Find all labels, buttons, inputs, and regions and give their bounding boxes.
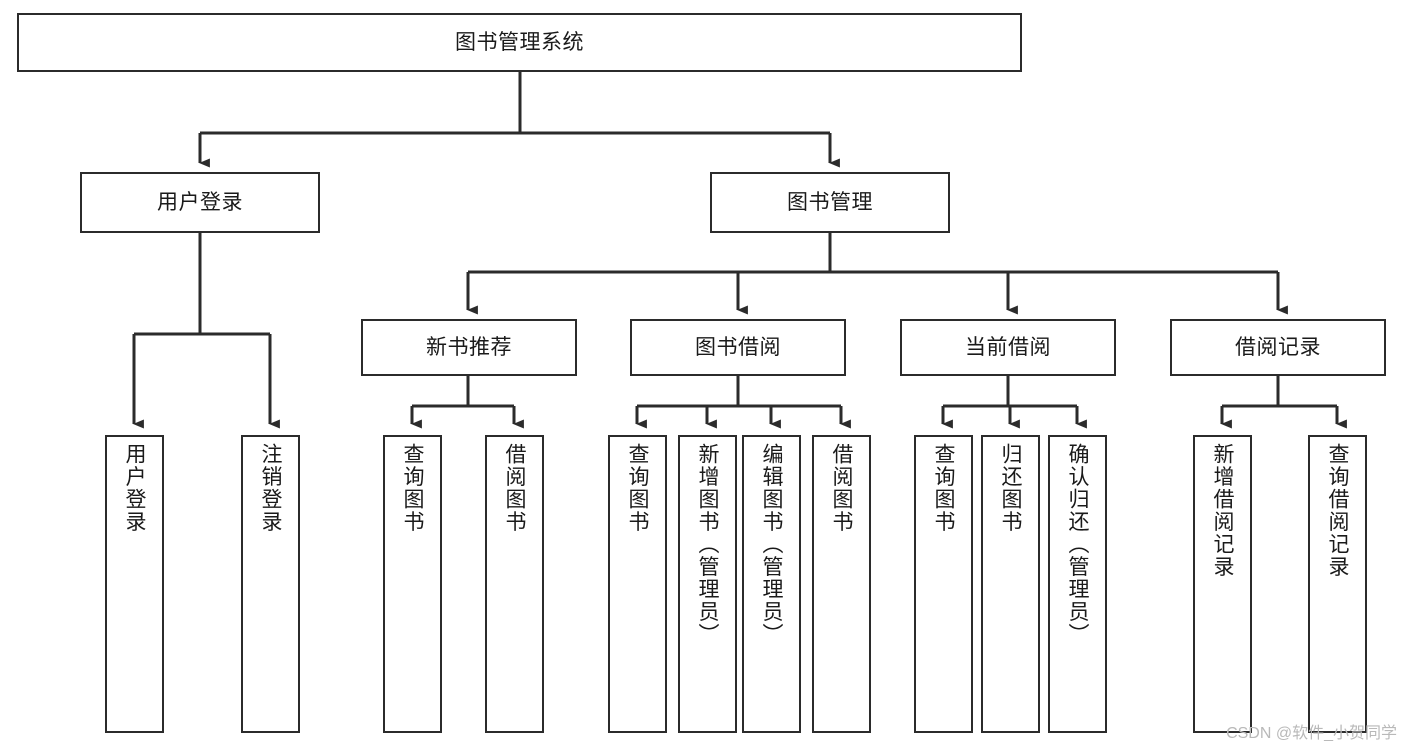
node-label: 编辑图书（管理员） (760, 443, 783, 646)
node-label: 用户登录 (157, 190, 243, 214)
node-label: 当前借阅 (965, 335, 1051, 359)
node-label: 新书推荐 (426, 335, 512, 359)
node-leaf-query-book-current[interactable]: 查询图书 (914, 435, 973, 733)
node-label: 借阅图书 (830, 443, 853, 533)
node-leaf-borrow-book[interactable]: 借阅图书 (812, 435, 871, 733)
node-label: 确认归还（管理员） (1066, 443, 1089, 646)
node-leaf-add-borrow-record[interactable]: 新增借阅记录 (1193, 435, 1252, 733)
node-current-borrow[interactable]: 当前借阅 (900, 319, 1116, 376)
node-label: 新增借阅记录 (1211, 443, 1234, 578)
node-label: 查询图书 (401, 443, 424, 533)
node-label: 查询图书 (626, 443, 649, 533)
node-label: 借阅图书 (503, 443, 526, 533)
node-label: 用户登录 (123, 443, 146, 533)
node-label: 借阅记录 (1235, 335, 1321, 359)
node-leaf-edit-book[interactable]: 编辑图书（管理员） (742, 435, 801, 733)
node-label: 图书管理系统 (455, 30, 584, 54)
node-label: 新增图书（管理员） (696, 443, 719, 646)
node-leaf-query-book-borrow[interactable]: 查询图书 (608, 435, 667, 733)
csdn-watermark: CSDN @软件_小贺同学 (1226, 725, 1397, 742)
node-label: 归还图书 (999, 443, 1022, 533)
node-new-book-recommend[interactable]: 新书推荐 (361, 319, 577, 376)
node-leaf-borrow-book-recommend[interactable]: 借阅图书 (485, 435, 544, 733)
node-label: 注销登录 (259, 443, 282, 533)
node-book-borrow[interactable]: 图书借阅 (630, 319, 846, 376)
node-label: 图书管理 (787, 190, 873, 214)
node-leaf-query-book-recommend[interactable]: 查询图书 (383, 435, 442, 733)
node-root-book-management-system[interactable]: 图书管理系统 (17, 13, 1022, 72)
node-leaf-user-login[interactable]: 用户登录 (105, 435, 164, 733)
node-label: 查询借阅记录 (1326, 443, 1349, 578)
node-leaf-return-book[interactable]: 归还图书 (981, 435, 1040, 733)
node-label: 查询图书 (932, 443, 955, 533)
node-borrow-record[interactable]: 借阅记录 (1170, 319, 1386, 376)
node-leaf-logout-login[interactable]: 注销登录 (241, 435, 300, 733)
node-leaf-query-borrow-record[interactable]: 查询借阅记录 (1308, 435, 1367, 733)
node-label: 图书借阅 (695, 335, 781, 359)
node-leaf-add-book[interactable]: 新增图书（管理员） (678, 435, 737, 733)
node-user-login[interactable]: 用户登录 (80, 172, 320, 233)
node-book-manage[interactable]: 图书管理 (710, 172, 950, 233)
node-leaf-confirm-return[interactable]: 确认归还（管理员） (1048, 435, 1107, 733)
